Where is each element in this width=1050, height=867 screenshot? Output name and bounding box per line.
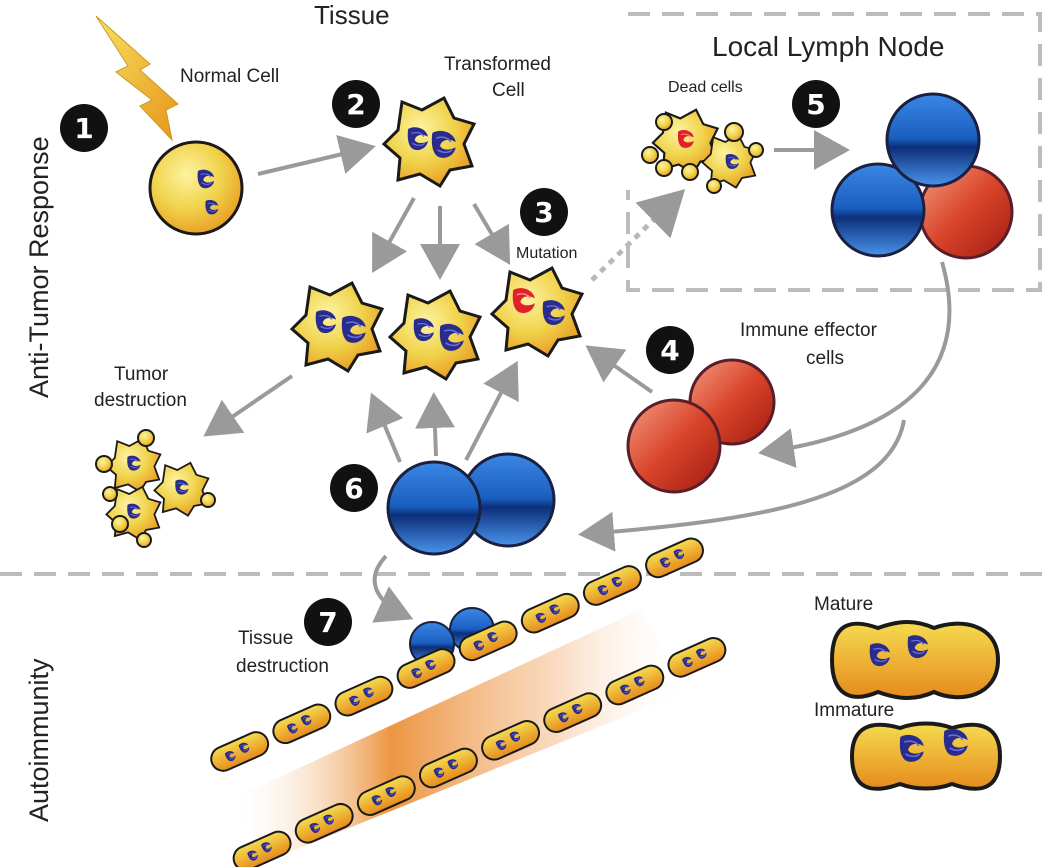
tumor-destruction-label-line2: destruction — [94, 390, 187, 411]
dead-cells-icon — [641, 108, 764, 194]
arrow-lymph-to-tcells — [578, 419, 906, 552]
step-number-6: 6 — [344, 472, 363, 505]
step-badge-4: 4 — [646, 326, 694, 374]
tissue-title: Tissue — [314, 0, 390, 30]
mature-cell-icon — [829, 620, 1001, 700]
arrow-tcells-to-tissue — [372, 554, 414, 623]
side-label-autoimmunity: Autoimmunity — [24, 658, 54, 822]
t-cell-icon — [885, 92, 981, 188]
transformed-cell-icon — [382, 96, 476, 188]
mutation-label: Mutation — [516, 245, 577, 262]
t-cell-pair — [386, 452, 556, 556]
tumor-destruction-label-line1: Tumor — [114, 364, 169, 385]
immature-cell-icon — [849, 721, 1003, 791]
transformed-cell-label-line1: Transformed — [444, 54, 551, 75]
immune-effector-label-line1: Immune effector — [740, 320, 878, 341]
tissue-strand-icon — [189, 535, 747, 867]
t-cell-icon — [830, 162, 926, 258]
step-number-7: 7 — [318, 606, 337, 639]
lightning-bolt-icon — [95, 15, 179, 142]
transformed-cell-label-line2: Cell — [492, 80, 525, 101]
effector-cell-icon — [626, 358, 776, 494]
arrow-to-tumor-destruction — [203, 374, 294, 437]
step-number-4: 4 — [660, 334, 679, 367]
step-badge-2: 2 — [332, 80, 380, 128]
immune-effector-label-line2: cells — [806, 348, 844, 369]
step-number-1: 1 — [74, 112, 93, 145]
arrow-normal-to-transformed — [257, 134, 376, 176]
step-badge-5: 5 — [792, 80, 840, 128]
arrow-transformed-to-cell3 — [472, 202, 511, 265]
normal-cell-label: Normal Cell — [180, 66, 279, 87]
immature-label: Immature — [814, 700, 894, 721]
dead-cells-label: Dead cells — [668, 79, 743, 96]
normal-cell-icon — [148, 140, 244, 236]
mature-label: Mature — [814, 594, 873, 615]
step-badge-3: 3 — [520, 188, 568, 236]
step-number-2: 2 — [346, 88, 365, 121]
arrow-mutated-to-dead-cells — [590, 189, 686, 282]
tumor-destruction-cluster — [95, 429, 216, 548]
arrow-tcells-to-cell1 — [366, 392, 404, 463]
arrow-effectors-to-mutated — [585, 345, 654, 394]
lymph-node-cells — [830, 92, 1014, 260]
arrow-tcells-to-cell2 — [415, 392, 455, 457]
step-number-5: 5 — [806, 88, 825, 121]
tissue-destruction-label-line2: destruction — [236, 656, 329, 677]
tumor-cell-2 — [388, 289, 482, 381]
tumor-cell-1 — [290, 281, 384, 373]
t-cell-icon — [386, 460, 482, 556]
step-number-3: 3 — [534, 196, 553, 229]
arrow-lymph-to-effectors — [758, 261, 952, 468]
mutated-tumor-cell — [490, 266, 584, 358]
tissue-destruction-label-line1: Tissue — [238, 628, 293, 649]
lymph-node-box — [626, 12, 1042, 292]
arrow-transformed-to-cell1 — [372, 197, 416, 273]
side-label-anti-tumor: Anti-Tumor Response — [24, 136, 54, 398]
step-badge-7: 7 — [304, 598, 352, 646]
step-badge-1: 1 — [60, 104, 108, 152]
lymph-node-title: Local Lymph Node — [712, 31, 944, 62]
arrow-tcells-to-mutated — [464, 360, 519, 461]
step-badge-6: 6 — [330, 464, 378, 512]
